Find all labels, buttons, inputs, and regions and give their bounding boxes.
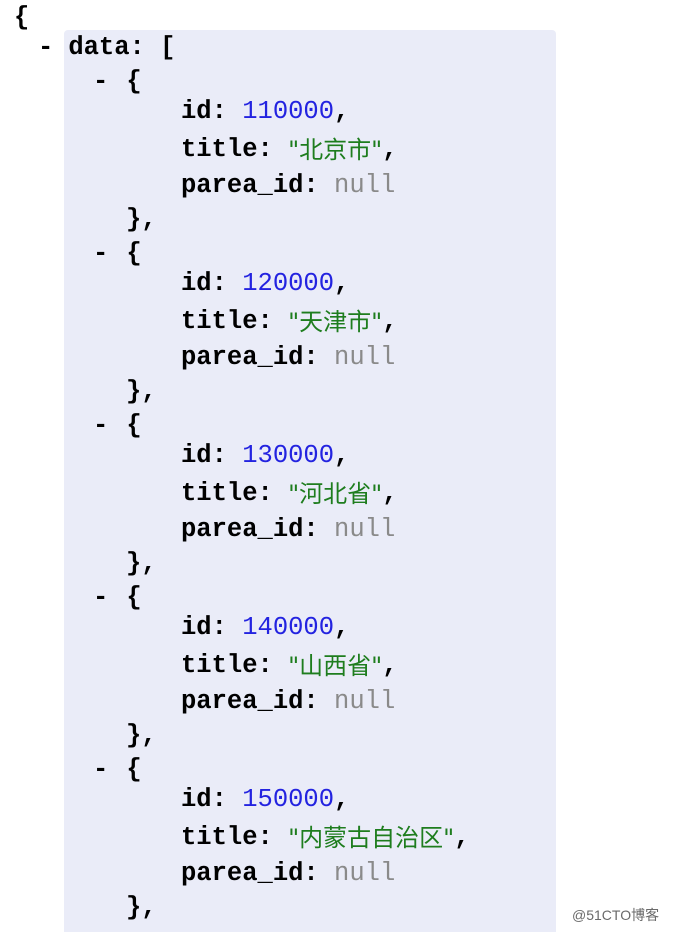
title-value: "内蒙古自治区" xyxy=(288,824,455,852)
title-key: title xyxy=(181,479,258,509)
item-open-line: - { xyxy=(93,583,142,613)
data-key: data xyxy=(68,33,130,63)
array-open-bracket: [ xyxy=(160,33,176,63)
id-value: 140000 xyxy=(242,613,335,643)
title-key: title xyxy=(181,823,258,853)
title-key: title xyxy=(181,651,258,681)
item-close-line: }, xyxy=(126,893,157,923)
item-close-line: }, xyxy=(126,549,157,579)
item-parea-id-line: parea_id: null xyxy=(181,687,396,717)
item-title-line: title: "内蒙古自治区", xyxy=(181,823,470,853)
title-value: "天津市" xyxy=(288,308,383,336)
object-open-brace: { xyxy=(126,67,142,97)
parea-id-value: null xyxy=(334,687,396,717)
object-close-brace: }, xyxy=(126,205,157,235)
object-open-brace: { xyxy=(126,583,142,613)
id-value: 110000 xyxy=(242,97,335,127)
parea-id-key: parea_id xyxy=(181,859,304,889)
object-open-brace: { xyxy=(126,239,142,269)
id-value: 130000 xyxy=(242,441,335,471)
item-id-line: id: 140000, xyxy=(181,613,350,643)
id-value: 120000 xyxy=(242,269,335,299)
item-parea-id-line: parea_id: null xyxy=(181,343,396,373)
item-id-line: id: 120000, xyxy=(181,269,350,299)
next-item-toggle-partial[interactable]: - xyxy=(93,922,108,932)
root-brace: { xyxy=(14,3,30,33)
item-title-line: title: "山西省", xyxy=(181,651,398,681)
item-open-line: - { xyxy=(93,755,142,785)
item-title-line: title: "北京市", xyxy=(181,135,398,165)
watermark: @51CTO博客 xyxy=(572,907,660,923)
item-close-line: }, xyxy=(126,721,157,751)
parea-id-value: null xyxy=(334,515,396,545)
parea-id-key: parea_id xyxy=(181,687,304,717)
id-value: 150000 xyxy=(242,785,335,815)
data-array-highlight xyxy=(64,30,556,932)
colon: : xyxy=(129,33,161,63)
collapse-item-toggle[interactable]: - xyxy=(93,239,109,269)
parea-id-value: null xyxy=(334,343,396,373)
root-open-brace: { xyxy=(14,3,29,33)
id-key: id xyxy=(181,613,212,643)
title-value: "山西省" xyxy=(288,652,383,680)
item-id-line: id: 130000, xyxy=(181,441,350,471)
object-open-brace: { xyxy=(126,755,142,785)
item-parea-id-line: parea_id: null xyxy=(181,515,396,545)
title-key: title xyxy=(181,135,258,165)
collapse-item-toggle[interactable]: - xyxy=(93,755,109,785)
object-close-brace: }, xyxy=(126,377,157,407)
object-open-brace: { xyxy=(126,411,142,441)
id-key: id xyxy=(181,785,212,815)
item-title-line: title: "河北省", xyxy=(181,479,398,509)
title-value: "北京市" xyxy=(288,136,383,164)
object-close-brace: }, xyxy=(126,893,157,923)
parea-id-value: null xyxy=(334,859,396,889)
collapse-item-toggle[interactable]: - xyxy=(93,411,109,441)
data-array-line: - data: [ xyxy=(38,33,175,63)
parea-id-key: parea_id xyxy=(181,343,304,373)
item-id-line: id: 110000, xyxy=(181,97,350,127)
item-parea-id-line: parea_id: null xyxy=(181,859,396,889)
title-value: "河北省" xyxy=(288,480,383,508)
item-close-line: }, xyxy=(126,377,157,407)
item-open-line: - { xyxy=(93,239,142,269)
object-close-brace: }, xyxy=(126,549,157,579)
object-close-brace: }, xyxy=(126,721,157,751)
collapse-item-toggle[interactable]: - xyxy=(93,67,109,97)
collapse-data-toggle[interactable]: - xyxy=(38,33,54,63)
title-key: title xyxy=(181,307,258,337)
item-id-line: id: 150000, xyxy=(181,785,350,815)
id-key: id xyxy=(181,97,212,127)
parea-id-key: parea_id xyxy=(181,171,304,201)
collapse-item-toggle[interactable]: - xyxy=(93,583,109,613)
parea-id-value: null xyxy=(334,171,396,201)
item-open-line: - { xyxy=(93,67,142,97)
parea-id-key: parea_id xyxy=(181,515,304,545)
collapse-item-toggle: - xyxy=(93,924,108,932)
item-parea-id-line: parea_id: null xyxy=(181,171,396,201)
item-title-line: title: "天津市", xyxy=(181,307,398,337)
id-key: id xyxy=(181,269,212,299)
id-key: id xyxy=(181,441,212,471)
item-close-line: }, xyxy=(126,205,157,235)
item-open-line: - { xyxy=(93,411,142,441)
